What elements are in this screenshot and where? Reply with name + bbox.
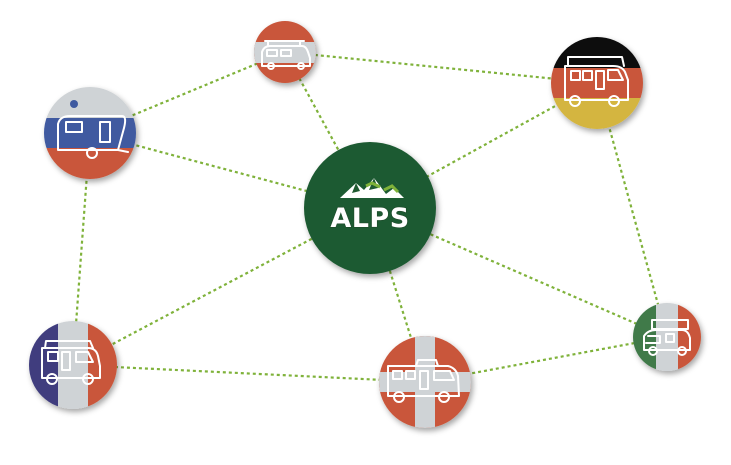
motorhome-icon-france <box>41 340 101 385</box>
van-conversion-icon <box>643 319 691 356</box>
motorhome-icon-germany <box>564 56 629 107</box>
node-austria <box>254 21 316 83</box>
mountain-icon <box>340 178 404 198</box>
edge-france-switzerland <box>72 363 426 384</box>
caravan-icon <box>57 100 129 159</box>
hub-label: ALPS <box>330 203 409 234</box>
coach-motorhome-icon <box>387 359 460 403</box>
hub-node: ALPS <box>304 142 436 274</box>
campervan-roofrack-icon <box>261 40 311 70</box>
edge-switzerland-italy <box>424 335 668 384</box>
edge-austria-germany <box>284 50 598 85</box>
